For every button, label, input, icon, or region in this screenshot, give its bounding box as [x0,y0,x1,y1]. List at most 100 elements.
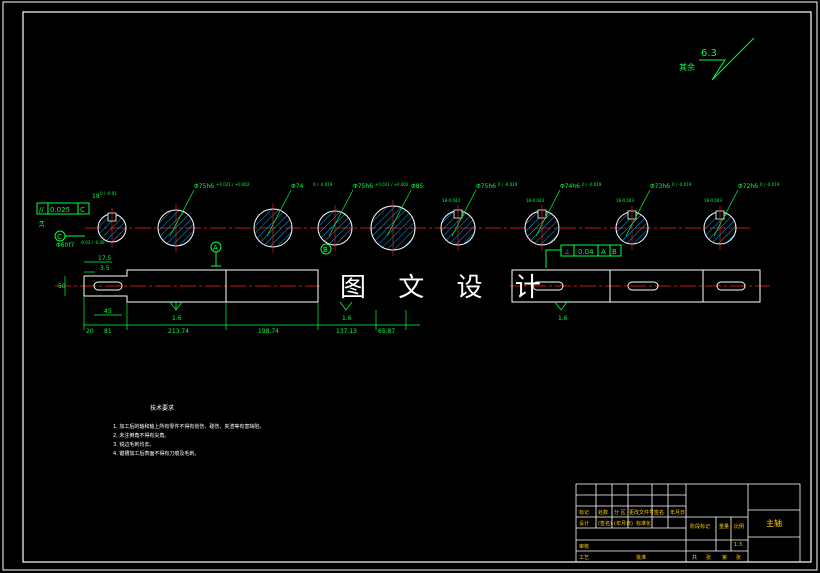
svg-text:设计: 设计 [579,520,589,527]
svg-text:198.74: 198.74 [258,328,279,335]
svg-text:137.13: 137.13 [336,328,357,335]
tolerance-frame-perpendicular: ⊥ 0.04 A B [545,244,622,268]
section-leader-8 [713,189,739,237]
svg-text:B: B [323,246,328,254]
svg-text:45: 45 [104,308,112,315]
svg-text:张: 张 [736,554,741,561]
section-label-5: Φ75h6 [476,183,496,190]
section-leader-3 [328,189,354,237]
svg-text:标记: 标记 [579,509,589,516]
svg-text:65.87: 65.87 [378,328,395,335]
section-tol-3: +0.021 / +0.002 [375,182,409,187]
section-label-3: Φ75h6 [353,183,373,190]
svg-text:213.74: 213.74 [168,328,189,335]
part-name: 主轴 [766,518,782,528]
svg-text:阶段标记: 阶段标记 [690,523,710,530]
svg-text:1:3: 1:3 [734,542,742,548]
surface-finish-value: 6.3 [701,48,717,59]
svg-text:标准化: 标准化 [636,520,651,527]
svg-text:年月日: 年月日 [670,509,685,516]
section-label-1: Φ75h6 [194,183,214,190]
svg-text:第: 第 [722,554,727,561]
tech-title: 技术要求 [150,404,174,412]
key-label-5: 18-0.043 [442,198,460,203]
surface-finish-label: 其余 [679,62,695,72]
svg-text:工艺: 工艺 [579,555,589,561]
svg-text:更改文件号: 更改文件号 [629,509,654,516]
svg-text:C: C [80,206,85,214]
section-tol-8: 0 / -0.019 [760,182,780,187]
svg-text:重量: 重量 [719,523,729,530]
svg-text:分 区: 分 区 [614,509,626,516]
svg-text:(年月日): (年月日) [614,520,633,527]
dimensions: 17.5 3.5 50 45 20 81 213.74 198.74 137.1… [58,255,420,335]
roughness-marks: 1.6 1.6 1.6 [169,301,568,322]
svg-text:20: 20 [86,328,94,335]
svg-text:C: C [57,233,62,241]
svg-text:处数: 处数 [598,509,608,516]
tolerance-frame-parallel: // 0.025 C [36,202,90,215]
svg-text:签名: 签名 [654,509,664,516]
svg-text:1.6: 1.6 [558,315,568,322]
svg-text:1. 加工后的轴和轴上所有零件不得有划伤、碰伤、夹渣等有害缺: 1. 加工后的轴和轴上所有零件不得有划伤、碰伤、夹渣等有害缺陷。 [113,423,264,430]
svg-text:批准: 批准 [636,554,646,561]
svg-text://: // [39,206,44,214]
svg-text:A: A [601,248,606,256]
section-leader-2 [266,189,292,237]
svg-text:0 / -0.01: 0 / -0.01 [100,191,117,196]
section-label-7: Φ73h6 [650,183,670,190]
keyway-1 [532,281,564,291]
svg-text:50: 50 [58,283,66,290]
svg-text:34: 34 [39,220,46,228]
svg-text:1.6: 1.6 [172,315,182,322]
left-section-labels: 18 0 / -0.01 Φ60f7 -0.03 / -0.06 34 [39,191,117,249]
section-leader-5 [451,189,477,237]
section-label-8: Φ72h6 [738,183,758,190]
svg-text:共: 共 [692,554,697,561]
datum-markers: A B C [54,230,332,267]
section-leader-1 [169,189,195,237]
section-tol-1: +0.021 / +0.002 [216,182,250,187]
section-leader-4 [386,189,412,237]
watermark-text: 图 文 设 计 [340,273,553,303]
svg-text:18: 18 [92,193,100,200]
key-label-8: 18-0.043 [704,198,722,203]
svg-text:81: 81 [104,328,112,335]
section-tol-6: 0 / -0.019 [582,182,602,187]
svg-text:0.04: 0.04 [578,248,594,256]
svg-text:⊥: ⊥ [564,248,570,256]
svg-text:-0.03 / -0.06: -0.03 / -0.06 [80,240,105,245]
svg-text:张: 张 [706,554,711,561]
inner-border [22,11,812,563]
section-label-6: Φ74h6 [560,183,580,190]
section-tol-7: 0 / -0.019 [672,182,692,187]
svg-text:审核: 审核 [579,543,589,550]
svg-text:B: B [612,248,617,256]
section-label-4: Φ85 [411,183,424,190]
section-tol-5: 0 / -0.019 [498,182,518,187]
svg-text:A: A [213,244,218,252]
keyway-2 [627,281,659,291]
keyway-left [93,281,123,291]
svg-text:3.5: 3.5 [100,265,110,272]
svg-text:Φ60f7: Φ60f7 [56,242,74,249]
title-block-text: 标记 处数 分 区 更改文件号 签名 年月日 设计 (签名) (年月日) 标准化… [579,509,782,561]
key-label-7: 18-0.043 [616,198,634,203]
svg-text:2. 未注倒角不得有尖角。: 2. 未注倒角不得有尖角。 [113,432,169,439]
svg-text:比例: 比例 [734,523,744,530]
section-label-2: Φ74 [291,183,304,190]
keyway-3 [716,281,746,291]
svg-text:3. 锐边毛刺均去。: 3. 锐边毛刺均去。 [113,441,154,448]
key-label-6: 18-0.043 [526,198,544,203]
tech-requirements: 技术要求 1. 加工后的轴和轴上所有零件不得有划伤、碰伤、夹渣等有害缺陷。 2.… [113,404,264,457]
svg-text:4. 键槽加工后表面不得有刀痕及毛刺。: 4. 键槽加工后表面不得有刀痕及毛刺。 [113,450,199,457]
surface-finish-symbol: 其余 6.3 [679,37,755,81]
svg-text:0.025: 0.025 [50,206,70,214]
section-tol-2: 0 / -0.019 [313,182,333,187]
title-block [575,483,801,563]
section-leader-6 [535,189,561,237]
svg-text:17.5: 17.5 [98,255,112,262]
svg-text:1.6: 1.6 [342,315,352,322]
